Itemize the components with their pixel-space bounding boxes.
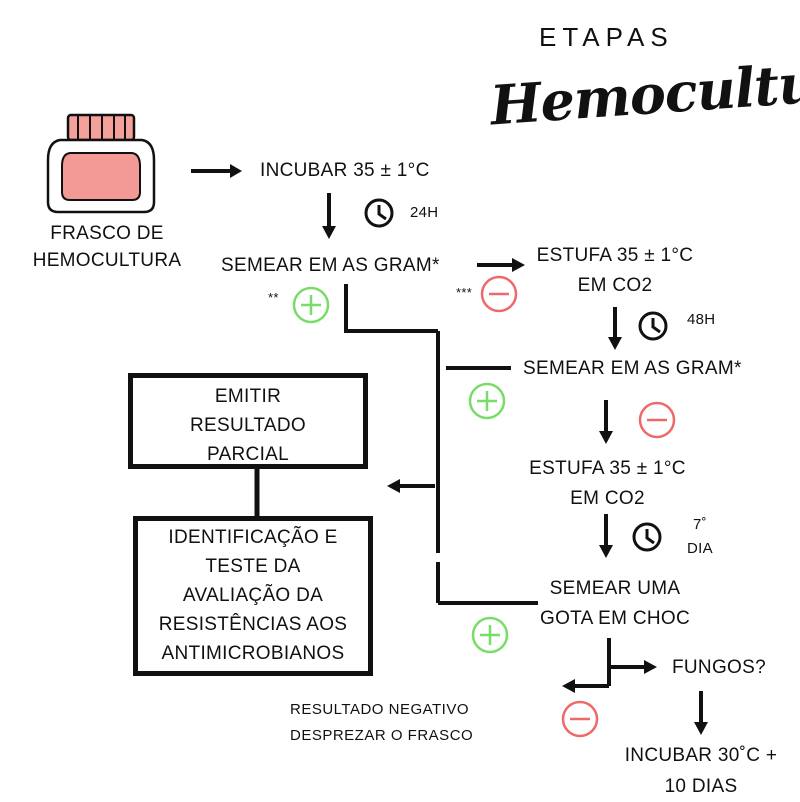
arrow-left-icon	[387, 479, 435, 493]
time-7-days: 7˚ DIA	[678, 513, 722, 561]
plus-circle-icon	[468, 382, 506, 420]
triple-star-note: ***	[456, 285, 473, 300]
double-star-note: **	[268, 290, 279, 305]
step-stove-line: ESTUFA 35 ± 1°C	[529, 458, 686, 479]
arrow-down-icon	[694, 691, 708, 735]
arrow-down-icon	[322, 193, 336, 239]
step-sow-line: GOTA EM CHOC	[540, 608, 690, 629]
step-incubate-line: INCUBAR 30˚C +	[624, 745, 778, 766]
arrow-right-icon	[477, 258, 525, 272]
negative-result-line: RESULTADO NEGATIVO	[290, 701, 470, 718]
clock-icon	[638, 311, 668, 341]
step-stove-line: ESTUFA 35 ± 1°C	[536, 245, 694, 266]
partial-result-box: EMITIR RESULTADO PARCIAL	[128, 373, 368, 469]
step-sow-line: SEMEAR UMA	[549, 578, 681, 599]
arrow-down-icon	[608, 307, 622, 350]
step-incubate-30: INCUBAR 30˚C + 10 DIAS	[610, 740, 792, 802]
arrow-down-icon	[599, 400, 613, 444]
step-sow-gram-2: SEMEAR EM AS GRAM*	[523, 358, 742, 379]
box-line: IDENTIFICAÇÃO E	[168, 527, 338, 548]
partial-result-text: EMITIR RESULTADO PARCIAL	[133, 382, 363, 469]
box-line: PARCIAL	[207, 444, 289, 465]
box-line: RESULTADO	[189, 415, 306, 436]
negative-result-note: RESULTADO NEGATIVO DESPREZAR O FRASCO	[290, 697, 473, 749]
negative-result-line: DESPREZAR O FRASCO	[290, 727, 474, 744]
identification-text: IDENTIFICAÇÃO E TESTE DA AVALIAÇÃO DA RE…	[138, 523, 368, 668]
connector-line	[344, 284, 438, 333]
step-stove-line: EM CO2	[570, 488, 645, 509]
bottle-label-line: HEMOCULTURA	[32, 250, 182, 271]
page-title: ETAPAS	[539, 22, 674, 52]
minus-circle-icon	[638, 401, 676, 439]
time-line: DIA	[687, 540, 713, 557]
step-stove-line: EM CO2	[577, 275, 653, 296]
plus-circle-icon	[471, 616, 509, 654]
arrow-left-icon	[562, 679, 609, 693]
bottle-icon	[46, 113, 156, 214]
step-sow-gram: SEMEAR EM AS GRAM*	[221, 255, 440, 276]
box-line: AVALIAÇÃO DA	[182, 585, 324, 606]
time-line: 7˚	[693, 516, 707, 533]
step-stove-co2: ESTUFA 35 ± 1°C EM CO2	[525, 241, 705, 301]
plus-circle-icon	[292, 286, 330, 324]
step-stove-co2-2: ESTUFA 35 ± 1°C EM CO2	[515, 454, 700, 514]
step-fungi: FUNGOS?	[672, 657, 766, 678]
box-line: TESTE DA	[205, 556, 301, 577]
bottle-label-line: FRASCO DE	[50, 223, 164, 244]
clock-icon	[632, 522, 662, 552]
arrow-right-icon	[609, 660, 657, 674]
box-line: RESISTÊNCIAS AOS	[158, 614, 348, 635]
time-48h: 48H	[687, 311, 716, 328]
arrow-right-icon	[191, 164, 242, 178]
box-line: EMITIR	[214, 386, 282, 407]
step-incubate-line: 10 DIAS	[664, 776, 738, 797]
step-incubate: INCUBAR 35 ± 1°C	[260, 160, 430, 181]
minus-circle-icon	[561, 700, 599, 738]
clock-icon	[364, 198, 394, 228]
arrow-down-icon	[599, 514, 613, 558]
bottle-label: FRASCO DE HEMOCULTURA	[22, 220, 192, 274]
box-line: ANTIMICROBIANOS	[161, 643, 345, 664]
minus-circle-icon	[480, 275, 518, 313]
time-24h: 24H	[410, 204, 439, 221]
step-sow-choc: SEMEAR UMA GOTA EM CHOC	[540, 574, 690, 634]
identification-box: IDENTIFICAÇÃO E TESTE DA AVALIAÇÃO DA RE…	[133, 516, 373, 676]
